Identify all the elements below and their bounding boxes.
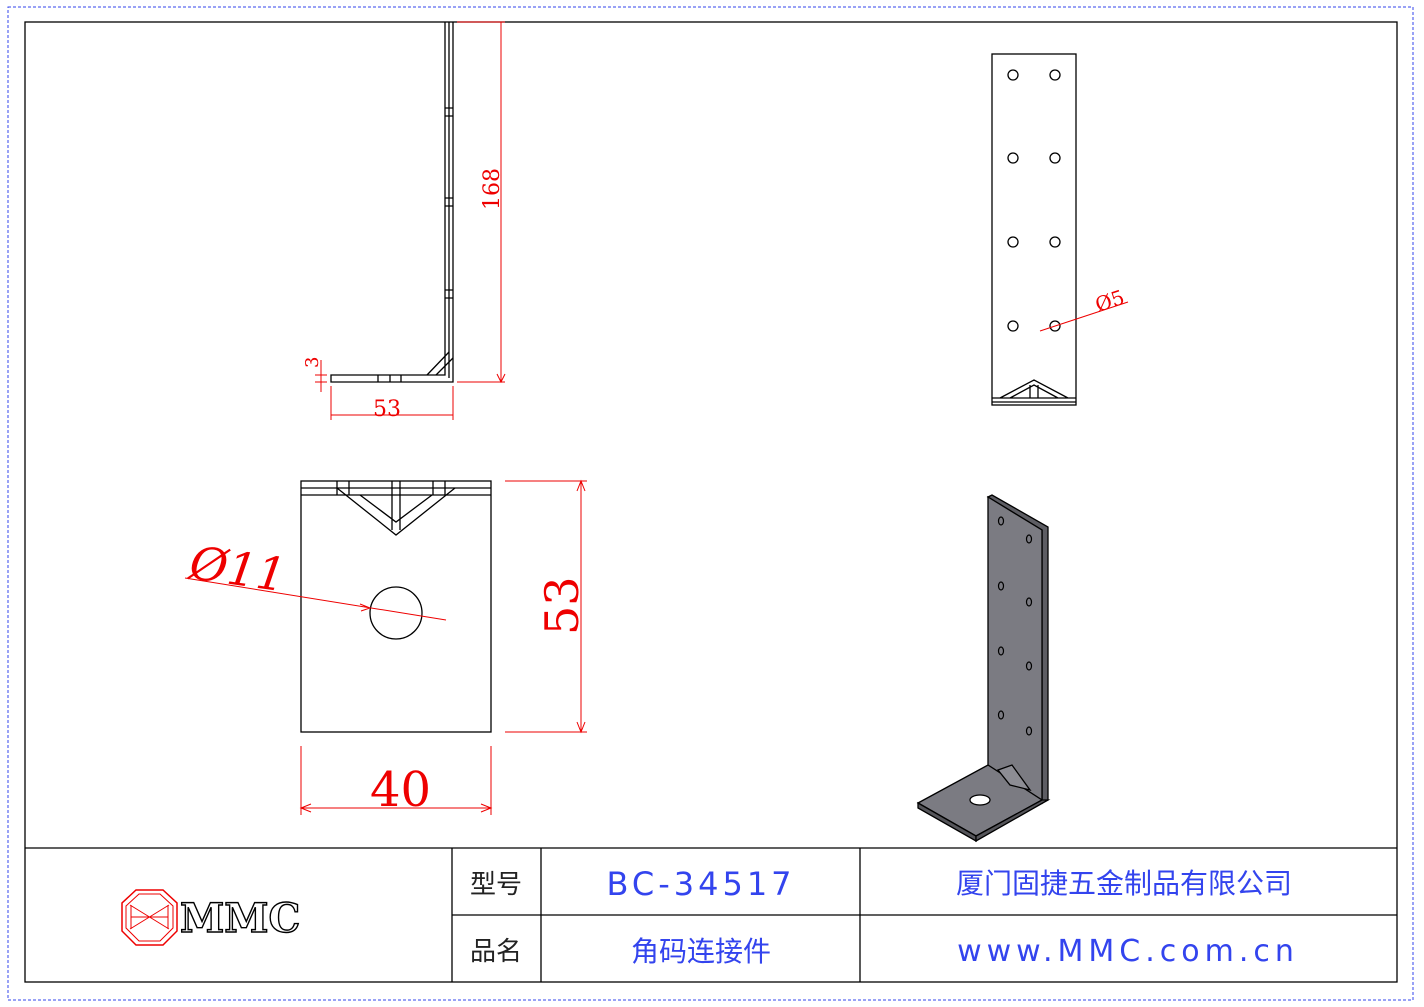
svg-text:MMC: MMC — [180, 895, 300, 942]
model-label: 型号 — [470, 870, 522, 900]
dim-width-40: 40 — [370, 762, 431, 818]
side-view: 168 53 3 — [302, 21, 506, 422]
dim-hole-5: Ø5 — [1092, 285, 1127, 317]
base-view: Ø11 53 40 — [184, 479, 589, 818]
dim-height-168: 168 — [480, 168, 505, 210]
company-website: www.MMC.com.cn — [957, 934, 1299, 969]
dim-thickness-3: 3 — [302, 357, 323, 368]
product-name: 角码连接件 — [631, 935, 771, 968]
model-value: BC-34517 — [606, 865, 795, 903]
front-view: Ø5 — [991, 53, 1129, 406]
isometric-view — [916, 494, 1051, 843]
sheet-border — [7, 6, 1414, 1001]
name-label: 品名 — [470, 937, 522, 967]
dim-depth-53: 53 — [535, 576, 589, 635]
drawing-frame — [24, 21, 1398, 983]
title-block: MMC 型号 品名 BC-34517 角码连接件 厦门固捷五金制品有限公司 ww… — [25, 847, 1397, 982]
dim-width-53: 53 — [373, 397, 401, 422]
company-name: 厦门固捷五金制品有限公司 — [956, 867, 1292, 900]
dim-hole-11: Ø11 — [185, 535, 289, 602]
mmc-logo: MMC — [121, 889, 301, 946]
